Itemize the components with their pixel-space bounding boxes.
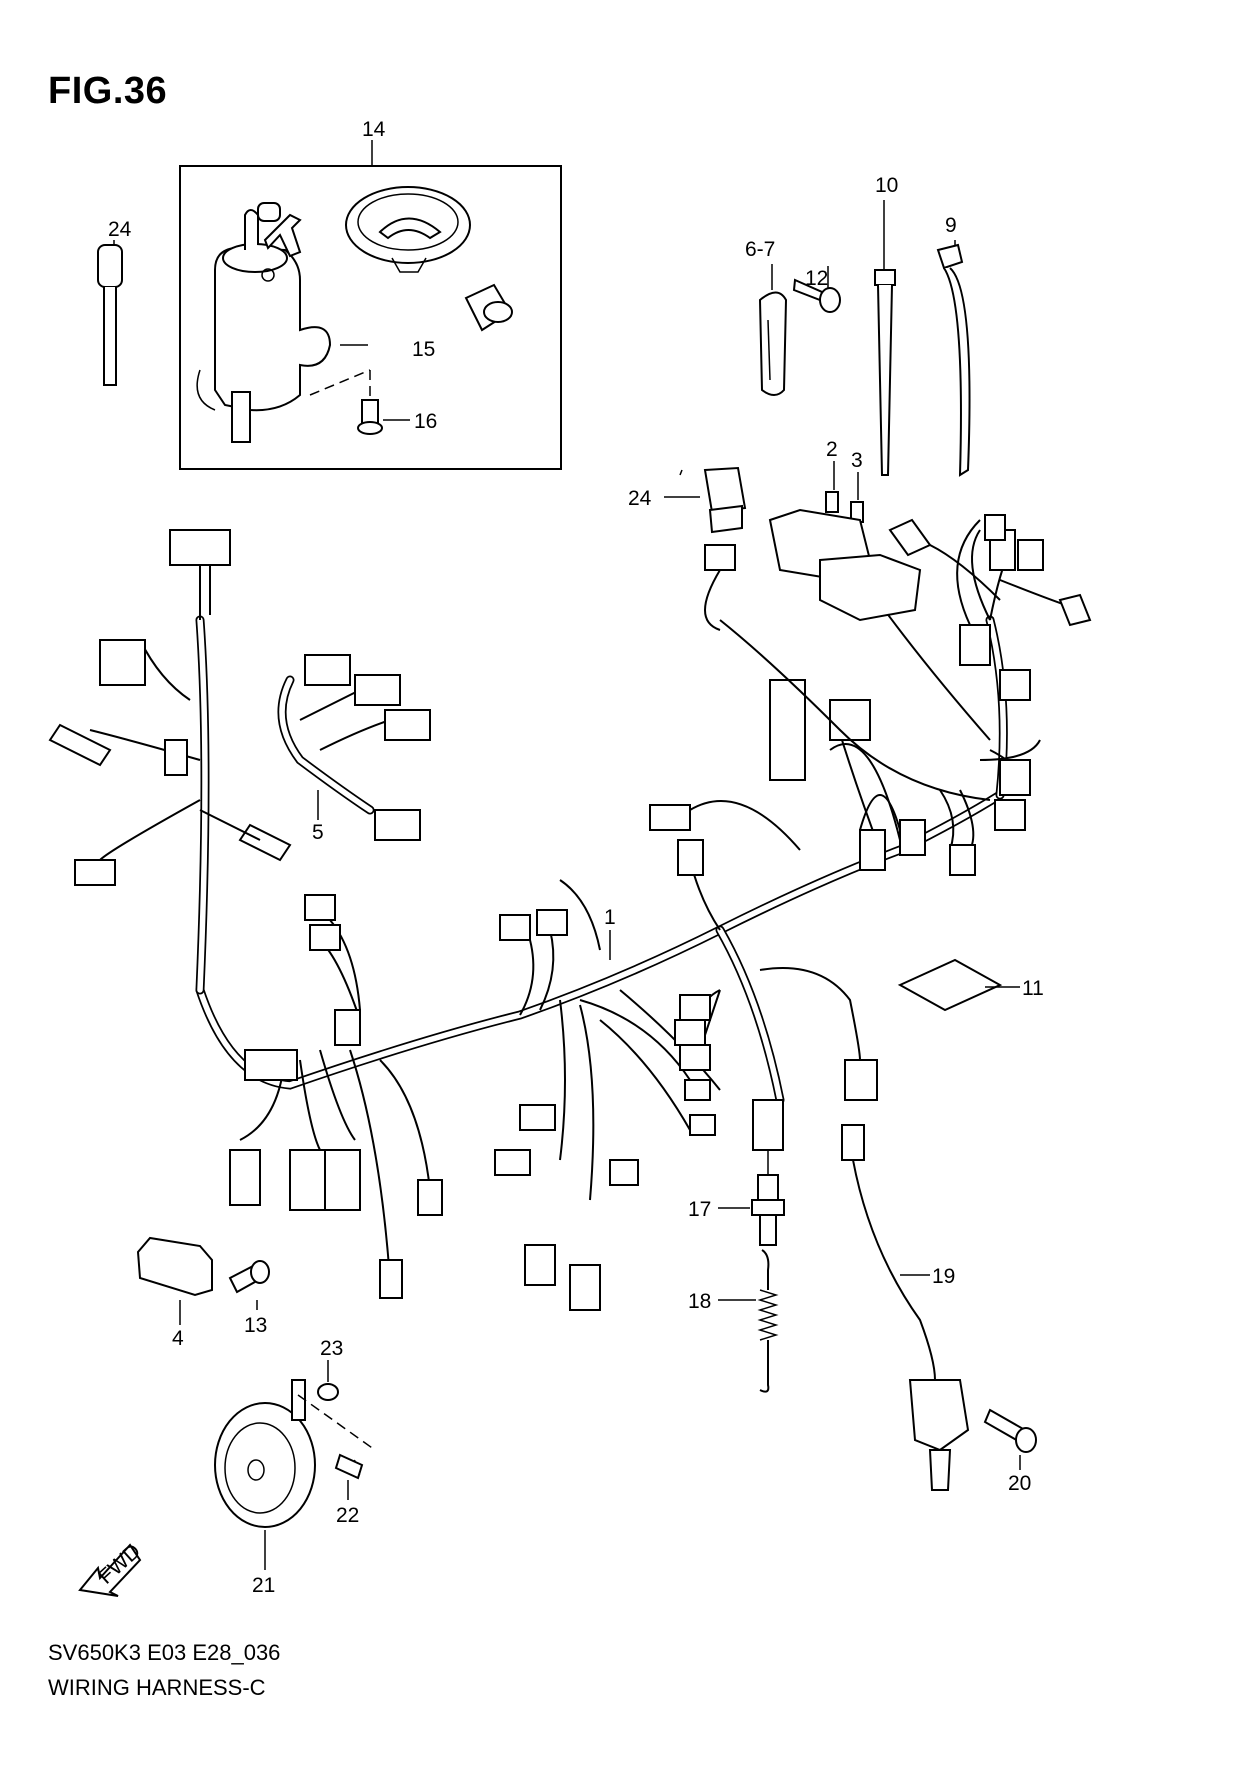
clamps-ties-group bbox=[758, 200, 971, 477]
callout-4: 4 bbox=[172, 1327, 184, 1350]
drawing-code: SV650K3 E03 E28_036 bbox=[48, 1640, 281, 1665]
callout-16: 17 bbox=[688, 1198, 711, 1221]
spring-17 bbox=[718, 1249, 779, 1393]
callout-13: 14 bbox=[362, 118, 386, 141]
callout-12: 13 bbox=[244, 1314, 267, 1337]
callout-9: 10 bbox=[875, 174, 898, 197]
callout-1: 1 bbox=[604, 906, 616, 929]
callout-3: 3 bbox=[851, 449, 863, 472]
callout-23: 24 bbox=[628, 487, 652, 510]
callout-22: 23 bbox=[320, 1337, 343, 1360]
switch-16 bbox=[718, 1099, 785, 1246]
callout-20: 21 bbox=[252, 1574, 275, 1597]
callout-14: 15 bbox=[412, 338, 435, 361]
callout-18: 19 bbox=[932, 1265, 955, 1288]
callout-24: 24 bbox=[108, 218, 132, 241]
ignition-set-group bbox=[179, 140, 562, 470]
callout-21: 22 bbox=[336, 1504, 359, 1527]
callout-15: 16 bbox=[414, 410, 437, 433]
switch-18 bbox=[841, 1124, 1037, 1491]
forward-arrow-icon: FWD bbox=[78, 1540, 145, 1597]
figure-caption: WIRING HARNESS-C bbox=[48, 1675, 266, 1700]
key-part-group bbox=[97, 240, 123, 386]
relays-fuses-group bbox=[664, 461, 864, 534]
callout-11: 12 bbox=[805, 267, 828, 290]
callout-10: 11 bbox=[1022, 977, 1044, 1000]
callout-19: 20 bbox=[1008, 1472, 1031, 1495]
callout-labels: 14 24 15 16 6-7 12 10 9 2 3 24 5 1 11 17… bbox=[108, 118, 1044, 1597]
callout-2: 2 bbox=[826, 438, 838, 461]
bracket-4 bbox=[136, 1236, 270, 1325]
main-harness bbox=[48, 508, 1092, 1311]
figure-title: FIG.36 bbox=[48, 70, 168, 112]
sub-harness-5 bbox=[277, 654, 431, 841]
horn-20 bbox=[214, 1360, 376, 1570]
leader-lines bbox=[609, 469, 683, 960]
callout-5: 5 bbox=[312, 821, 324, 844]
callout-17: 18 bbox=[688, 1290, 711, 1313]
callout-8: 9 bbox=[945, 214, 957, 237]
label-10 bbox=[897, 958, 1020, 1012]
callout-6-7: 6-7 bbox=[745, 238, 775, 261]
